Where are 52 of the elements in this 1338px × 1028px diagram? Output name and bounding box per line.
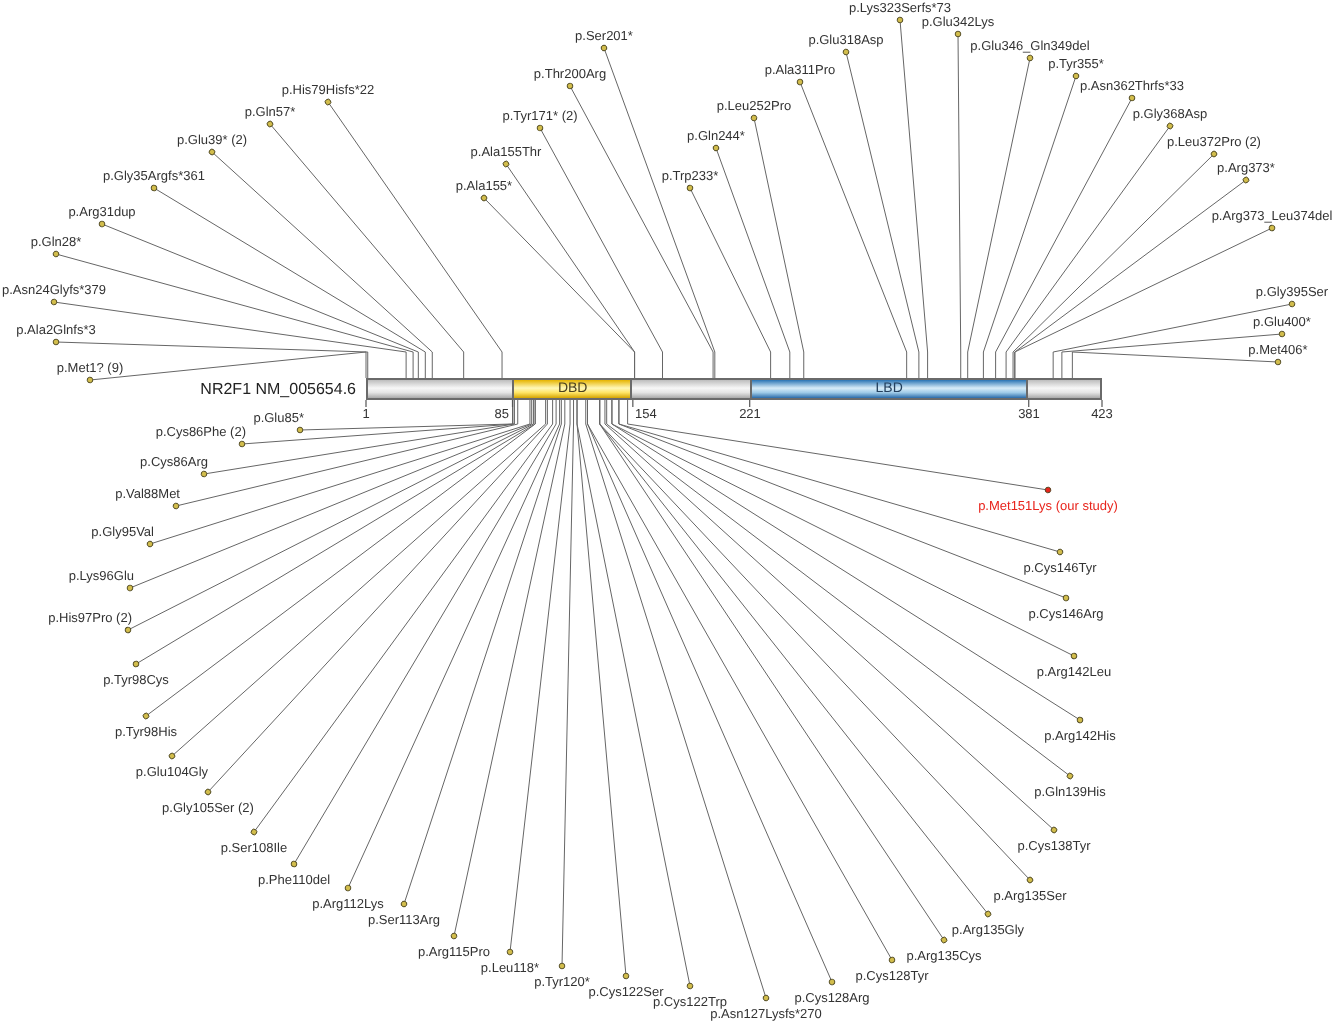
lollipop-line [208, 148, 433, 379]
lollipop-line [250, 399, 554, 836]
lollipop-line [585, 399, 770, 1002]
lollipop-line [98, 220, 419, 379]
lollipop-line [576, 399, 694, 990]
lollipop-line [168, 399, 547, 760]
lollipop-line [290, 399, 557, 868]
lollipop-line [50, 298, 407, 379]
lollipop-line [172, 399, 519, 510]
lollipop-line [1005, 122, 1174, 379]
lollipop-line [126, 399, 533, 592]
lollipop-line [611, 399, 1078, 660]
protein-name: NR2F1 NM_005654.6 [200, 380, 356, 398]
lollipop-line [842, 48, 920, 379]
lollipop-line [627, 399, 1052, 494]
lollipop-line [146, 399, 531, 548]
lollipop-line [600, 44, 716, 379]
lollipop-line [1052, 300, 1296, 379]
lollipop-line [1071, 351, 1282, 379]
lollipop-line [796, 78, 908, 379]
lollipop-line [506, 399, 571, 956]
lollipop-line [400, 399, 562, 908]
lollipop-line [686, 184, 772, 379]
lollipop-line [566, 82, 714, 379]
lollipop-line [599, 399, 1034, 884]
lollipop-line [204, 399, 548, 796]
lollipop-line [606, 399, 1074, 780]
lollipop-line [712, 144, 791, 379]
lollipop-line [1014, 224, 1276, 379]
lollipop-line [982, 72, 1080, 379]
lollipop-line [150, 184, 426, 379]
lollipop-line [995, 94, 1136, 379]
lollipop-line [1061, 330, 1286, 379]
lollipop-line [750, 114, 805, 379]
lollipop-line [967, 54, 1034, 379]
lollipop-line [344, 399, 561, 892]
lollipop-line [200, 399, 515, 478]
lollipop-line [450, 399, 566, 940]
lollipop-line [604, 399, 1058, 834]
lollipop-line [52, 250, 414, 379]
lollipop-line [558, 399, 575, 970]
lollipop-line [266, 120, 465, 379]
lollipop-line [536, 124, 663, 379]
lollipop-line [896, 16, 929, 379]
lollipop-line [618, 399, 1064, 556]
lollipop-line [142, 399, 536, 720]
lollipop-line [954, 30, 962, 379]
lollipop-line [324, 98, 503, 379]
lollipop-line [502, 160, 636, 379]
lollipop-line [1012, 150, 1218, 379]
lollipop-line [52, 338, 369, 379]
lollipop-line [86, 351, 367, 384]
